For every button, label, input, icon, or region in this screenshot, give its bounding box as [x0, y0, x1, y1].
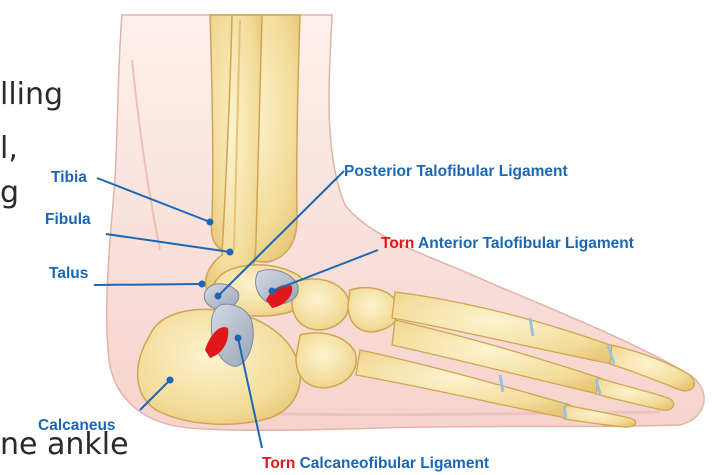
- calcaneo-torn-word: Torn: [262, 455, 295, 472]
- anterior-ligament-name: Anterior Talofibular Ligament: [418, 235, 634, 252]
- anterior-torn-word: Torn: [381, 235, 414, 252]
- posterior-talofibular-label: Posterior Talofibular Ligament: [344, 164, 568, 180]
- tibia-label: Tibia: [51, 170, 87, 186]
- calcaneo-ligament-name: Calcaneofibular Ligament: [300, 455, 489, 472]
- anterior-talofibular-label: Torn Anterior Talofibular Ligament: [381, 236, 634, 252]
- calcaneus-label: Calcaneus: [38, 418, 116, 434]
- fibula-label: Fibula: [45, 212, 91, 228]
- talus-label: Talus: [49, 266, 88, 282]
- calcaneofibular-label: Torn Calcaneofibular Ligament: [262, 456, 489, 472]
